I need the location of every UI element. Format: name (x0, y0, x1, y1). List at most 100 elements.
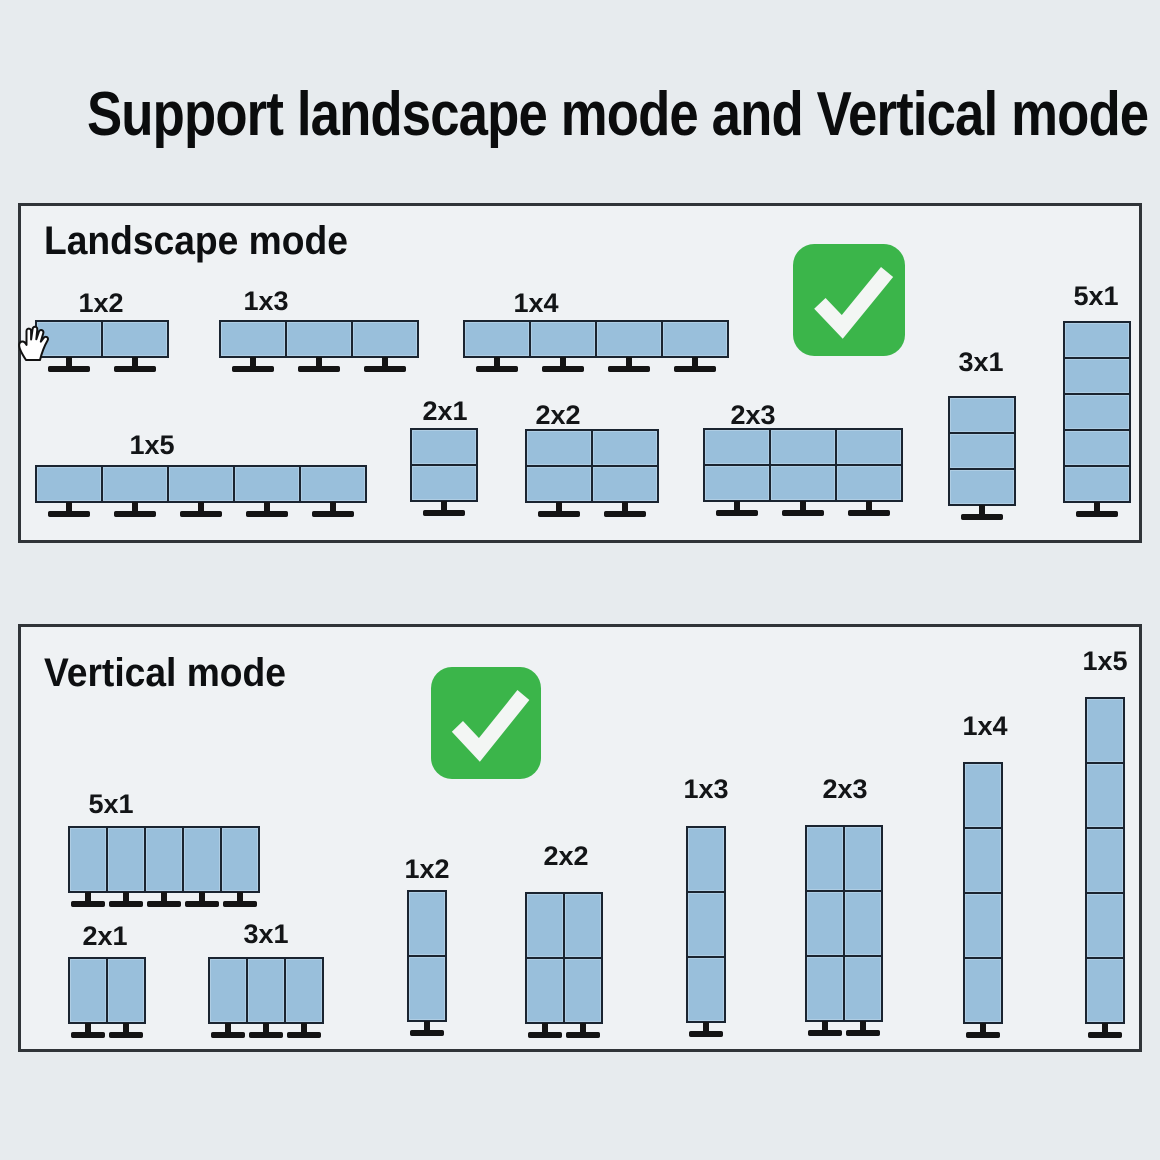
monitor-stand (312, 502, 354, 517)
monitor-screen (593, 467, 657, 501)
stand-base (476, 366, 518, 372)
monitor-screen (286, 959, 322, 1022)
monitor-stand (114, 502, 156, 517)
monitor-screen (705, 466, 769, 500)
monitor-screen (688, 958, 724, 1021)
stand-base (410, 1030, 444, 1036)
monitor-stand (782, 501, 824, 516)
monitor-screen (527, 894, 563, 957)
stand-stem (199, 892, 205, 901)
monitor-screen (845, 957, 881, 1020)
stand-stem (263, 1023, 269, 1032)
config-label-landscape-5x1: 5x1 (1073, 281, 1119, 311)
stand-base (232, 366, 274, 372)
monitor-stand (71, 1023, 105, 1038)
stand-base (966, 1032, 1000, 1038)
stand-base (1076, 511, 1118, 517)
stand-stem (866, 501, 872, 510)
monitor-grid-vertical-1x5 (1085, 697, 1125, 1024)
stand-stem (626, 357, 632, 366)
monitor-stand (109, 892, 143, 907)
monitor-stand (423, 501, 465, 516)
stand-stem (301, 1023, 307, 1032)
monitor-screen (965, 894, 1001, 957)
monitor-grid-vertical-5x1 (68, 826, 260, 893)
stand-stem (198, 502, 204, 511)
stand-base (689, 1031, 723, 1037)
config-label-vertical-2x3: 2x3 (822, 774, 868, 804)
monitor-screen (222, 828, 258, 891)
monitor-screen (1087, 894, 1123, 957)
stand-stem (800, 501, 806, 510)
stand-stem (66, 502, 72, 511)
monitor-screen (108, 959, 144, 1022)
monitor-screen (950, 470, 1014, 504)
monitor-grid-vertical-1x4 (963, 762, 1003, 1024)
stand-stem (382, 357, 388, 366)
monitor-grid-landscape-1x3 (219, 320, 419, 358)
stand-stem (542, 1023, 548, 1032)
monitor-screen (705, 430, 769, 464)
stand-base (961, 514, 1003, 520)
monitor-screen (807, 892, 843, 955)
stand-stem (441, 501, 447, 510)
monitor-screen (287, 322, 351, 356)
monitor-screen (565, 959, 601, 1022)
monitor-screen (37, 467, 101, 501)
stand-stem (1102, 1023, 1108, 1032)
stand-base (423, 510, 465, 516)
monitor-stand (674, 357, 716, 372)
vertical-mode-heading: Vertical mode (44, 651, 286, 695)
stand-base (114, 511, 156, 517)
monitor-screen (103, 322, 167, 356)
monitor-screen (771, 466, 835, 500)
monitor-stand (476, 357, 518, 372)
hand-cursor-icon (14, 316, 54, 362)
stand-stem (560, 357, 566, 366)
monitor-screen (807, 827, 843, 890)
monitor-screen (531, 322, 595, 356)
stand-base (109, 1032, 143, 1038)
monitor-grid-vertical-2x2 (525, 892, 603, 1024)
monitor-screen (527, 959, 563, 1022)
monitor-screen (663, 322, 727, 356)
monitor-stand (211, 1023, 245, 1038)
monitor-screen (146, 828, 182, 891)
monitor-screen (807, 957, 843, 1020)
config-label-vertical-2x2: 2x2 (543, 841, 589, 871)
monitor-stand (246, 502, 288, 517)
monitor-screen (412, 466, 476, 500)
monitor-screen (950, 434, 1014, 468)
stand-base (185, 901, 219, 907)
monitor-grid-vertical-2x3 (805, 825, 883, 1022)
stand-stem (556, 502, 562, 511)
stand-stem (822, 1021, 828, 1030)
stand-base (298, 366, 340, 372)
monitor-screen (409, 892, 445, 955)
stand-stem (264, 502, 270, 511)
monitor-stand (48, 357, 90, 372)
stand-base (538, 511, 580, 517)
stand-base (1088, 1032, 1122, 1038)
monitor-screen (965, 764, 1001, 827)
page-title: Support landscape mode and Vertical mode (87, 80, 1149, 149)
monitor-screen (409, 957, 445, 1020)
stand-stem (132, 357, 138, 366)
stand-base (180, 511, 222, 517)
config-label-vertical-1x2: 1x2 (404, 854, 450, 884)
stand-stem (622, 502, 628, 511)
stand-base (716, 510, 758, 516)
monitor-screen (1065, 323, 1129, 357)
monitor-stand (114, 357, 156, 372)
monitor-stand (848, 501, 890, 516)
monitor-screen (70, 828, 106, 891)
config-label-vertical-3x1: 3x1 (243, 919, 289, 949)
monitor-stand (808, 1021, 842, 1036)
monitor-grid-landscape-1x5 (35, 465, 367, 503)
config-label-landscape-1x3: 1x3 (243, 286, 289, 316)
monitor-screen (184, 828, 220, 891)
monitor-stand (966, 1023, 1000, 1038)
monitor-stand (566, 1023, 600, 1038)
stand-stem (132, 502, 138, 511)
